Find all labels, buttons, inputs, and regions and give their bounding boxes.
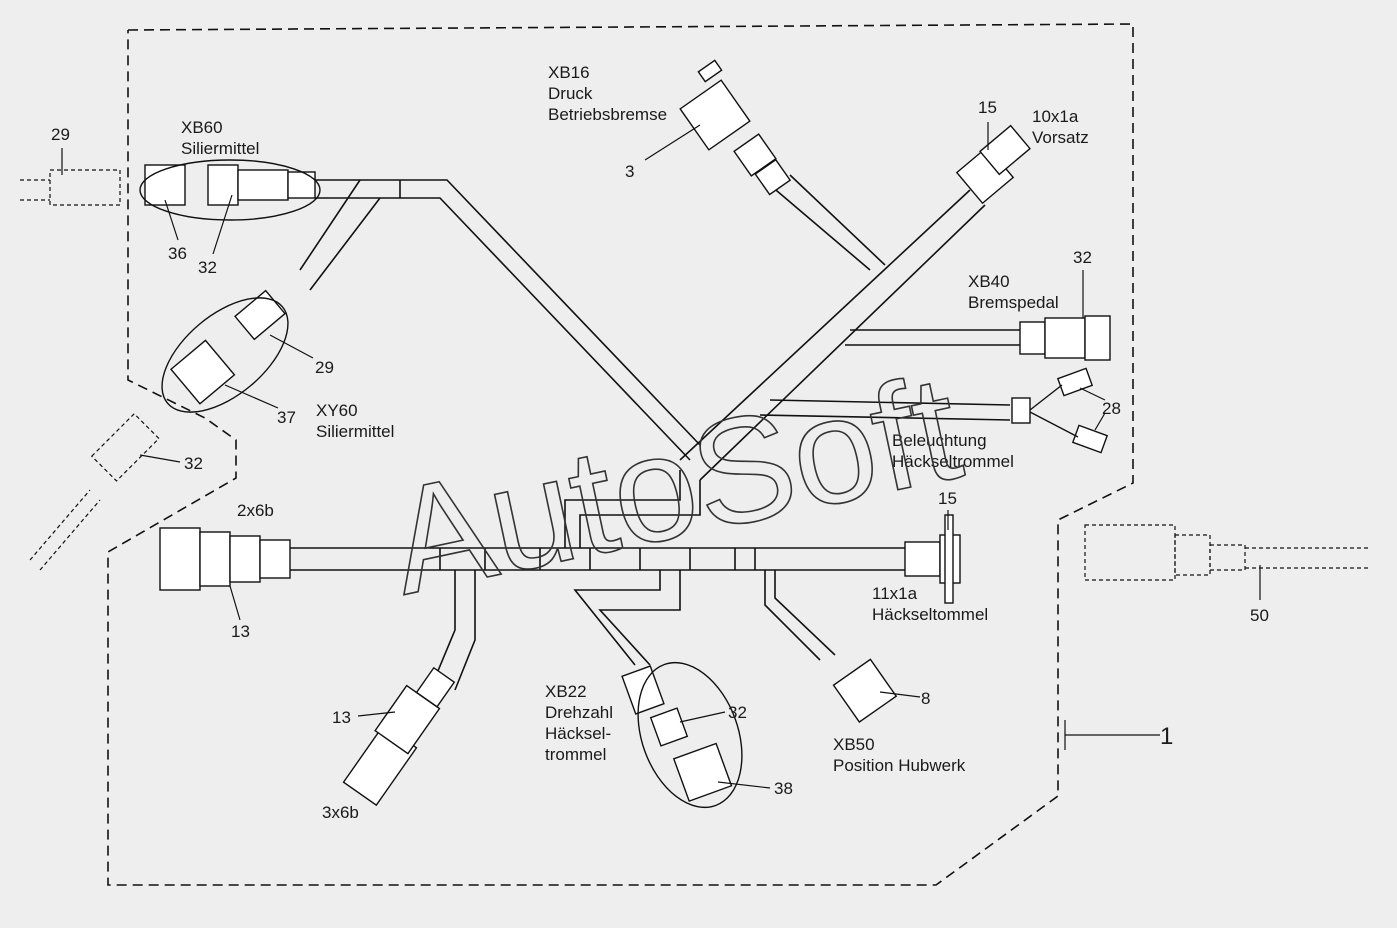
harness-cables xyxy=(290,174,1020,691)
svg-text:XB40: XB40 xyxy=(968,272,1010,291)
connector-32-left xyxy=(29,412,160,571)
callout-15-mid: 15 xyxy=(938,489,957,508)
leader-lines xyxy=(61,122,1261,789)
svg-text:Siliermittel: Siliermittel xyxy=(181,139,259,158)
connector-haeckseltommel xyxy=(904,514,961,604)
svg-text:Druck: Druck xyxy=(548,84,593,103)
connector-2x6b xyxy=(159,527,291,591)
label-xb16: XB16 Druck Betriebsbremse xyxy=(548,63,667,124)
connector-xb60 xyxy=(139,159,321,221)
label-xb22: XB22 Drehzahl Häcksel- trommel xyxy=(545,682,613,764)
svg-text:Position Hubwerk: Position Hubwerk xyxy=(833,756,966,775)
svg-text:11x1a: 11x1a xyxy=(872,584,918,603)
svg-text:Drehzahl: Drehzahl xyxy=(545,703,613,722)
label-xb60: XB60 Siliermittel xyxy=(181,118,259,158)
label-beleuchtung: Beleuchtung Häckseltrommel xyxy=(892,431,1014,471)
svg-text:trommel: trommel xyxy=(545,745,606,764)
svg-text:Vorsatz: Vorsatz xyxy=(1032,128,1089,147)
connector-xb16 xyxy=(679,59,792,196)
callout-28: 28 xyxy=(1102,399,1121,418)
svg-text:XB16: XB16 xyxy=(548,63,590,82)
assembly-boundary xyxy=(107,23,1134,886)
svg-text:Bremspedal: Bremspedal xyxy=(968,293,1059,312)
callout-36: 36 xyxy=(168,244,187,263)
callout-8: 8 xyxy=(921,689,930,708)
svg-text:XB22: XB22 xyxy=(545,682,587,701)
connector-3x6b xyxy=(342,666,456,807)
label-xb40: XB40 Bremspedal xyxy=(968,272,1059,312)
callout-3: 3 xyxy=(625,162,634,181)
svg-text:Häcksel-: Häcksel- xyxy=(545,724,611,743)
callout-50: 50 xyxy=(1250,606,1269,625)
connector-xb22 xyxy=(621,661,743,809)
svg-text:XB50: XB50 xyxy=(833,735,875,754)
callout-29-top: 29 xyxy=(51,125,70,144)
label-xy60: XY60 Siliermittel xyxy=(316,401,394,441)
callout-numbers: 29 36 32 3 15 32 29 37 32 28 15 13 13 32… xyxy=(51,98,1269,798)
label-vorsatz: 10x1a Vorsatz xyxy=(1032,107,1089,147)
svg-text:10x1a: 10x1a xyxy=(1032,107,1079,126)
connector-xb50 xyxy=(832,658,898,724)
svg-text:XB60: XB60 xyxy=(181,118,223,137)
connector-xb40 xyxy=(1019,315,1111,361)
svg-text:XY60: XY60 xyxy=(316,401,358,420)
connector-beleuchtung xyxy=(1011,367,1109,454)
callout-32-xb60: 32 xyxy=(198,258,217,277)
connector-29-left xyxy=(20,169,121,206)
svg-text:Betriebsbremse: Betriebsbremse xyxy=(548,105,667,124)
svg-text:Beleuchtung: Beleuchtung xyxy=(892,431,987,450)
svg-text:Häckseltrommel: Häckseltrommel xyxy=(892,452,1014,471)
label-2x6b: 2x6b xyxy=(237,501,274,520)
callout-1: 1 xyxy=(1160,723,1173,750)
svg-text:Siliermittel: Siliermittel xyxy=(316,422,394,441)
callout-32-xb22: 32 xyxy=(728,703,747,722)
callout-32-xb40: 32 xyxy=(1073,248,1092,267)
label-3x6b: 3x6b xyxy=(322,803,359,822)
label-haeckseltommel: 11x1a Häckseltommel xyxy=(872,584,988,624)
connector-50 xyxy=(1084,524,1370,581)
svg-text:Häckseltommel: Häckseltommel xyxy=(872,605,988,624)
callout-29-mid: 29 xyxy=(315,358,334,377)
connector-vorsatz xyxy=(955,124,1031,205)
label-xb50: XB50 Position Hubwerk xyxy=(833,735,966,775)
connector-xy60 xyxy=(161,289,289,413)
callout-13-a: 13 xyxy=(231,622,250,641)
callout-15-top: 15 xyxy=(978,98,997,117)
callout-13-b: 13 xyxy=(332,708,351,727)
callout-38: 38 xyxy=(774,779,793,798)
callout-32-left: 32 xyxy=(184,454,203,473)
callout-37: 37 xyxy=(277,408,296,427)
